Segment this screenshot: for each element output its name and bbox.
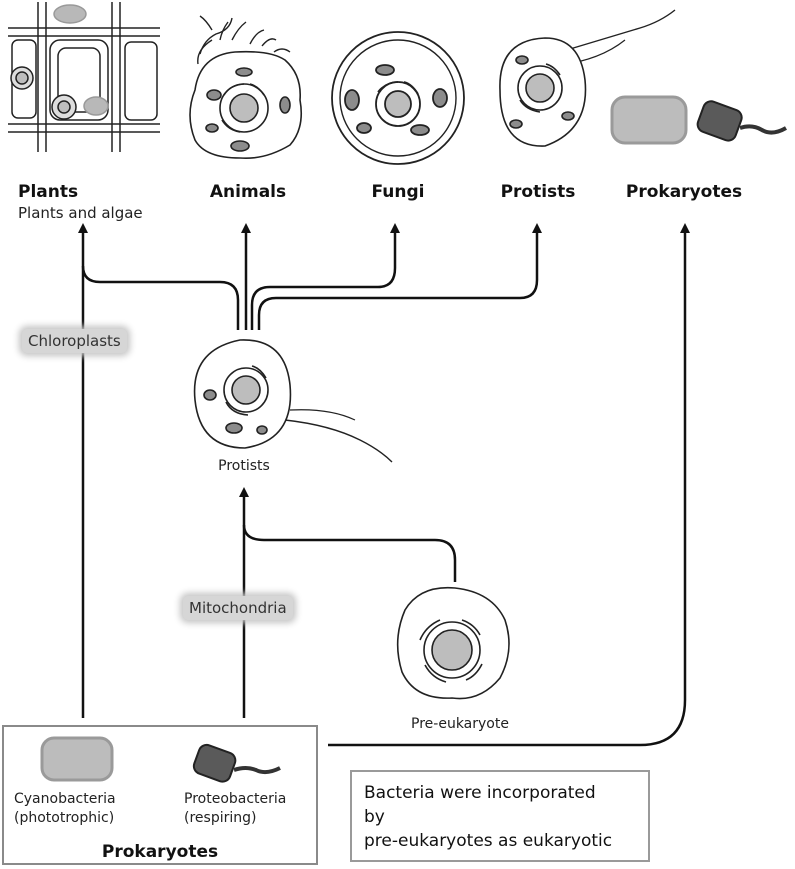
animals-label: Animals: [209, 182, 287, 202]
proteobacterium-icon: [192, 743, 281, 783]
arrows: [78, 223, 690, 747]
arrow-protists-to-protists: [257, 223, 542, 330]
proteobacteria-type: (respiring): [184, 810, 257, 826]
plants-sublabel: Plants and algae: [18, 204, 143, 222]
pre-eukaryote-cell-icon: [396, 586, 510, 700]
plants-label: Plants: [18, 182, 79, 202]
pre-eukaryote-label: Pre-eukaryote: [411, 716, 509, 732]
protist-cell-top-icon: [499, 9, 676, 147]
arrow-protists-to-plants: [81, 265, 240, 330]
mitochondria-tag: Mitochondria: [183, 596, 293, 620]
prokaryotes-box-title: Prokaryotes: [101, 842, 219, 862]
prokaryote-cells-top-icon: [610, 95, 787, 145]
protists-label-top: Protists: [500, 182, 576, 202]
chloroplasts-tag: Chloroplasts: [22, 329, 127, 353]
animal-cell-icon: [189, 15, 303, 160]
fungi-label: Fungi: [371, 182, 425, 202]
note-line-3: pre-eukaryotes as eukaryotic: [364, 831, 613, 851]
protist-cell-middle-icon: [193, 339, 393, 463]
cyanobacteria-label: Cyanobacteria (phototrophic): [14, 790, 116, 828]
note-line-1: Bacteria were incorporated: [364, 783, 596, 803]
prokaryotes-label-top: Prokaryotes: [625, 182, 743, 202]
plant-cell-icon: [8, 2, 160, 152]
arrow-prokbox-to-prokaryotes: [328, 223, 690, 747]
arrow-protists-to-fungi: [250, 223, 400, 330]
fungus-cell-icon: [331, 31, 465, 165]
note-box: Bacteria were incorporated by pre-eukary…: [350, 770, 650, 862]
cyanobacteria-type: (phototrophic): [14, 810, 115, 826]
arrow-preeuk-to-protist: [242, 524, 457, 582]
cyanobacterium-icon: [40, 736, 114, 782]
cyanobacteria-name: Cyanobacteria: [14, 791, 116, 807]
proteobacteria-label: Proteobacteria (respiring): [184, 790, 286, 828]
protists-label-middle: Protists: [218, 458, 270, 474]
note-line-2: by: [364, 807, 385, 827]
prokaryotes-box: [2, 725, 318, 865]
proteobacteria-name: Proteobacteria: [184, 791, 287, 807]
